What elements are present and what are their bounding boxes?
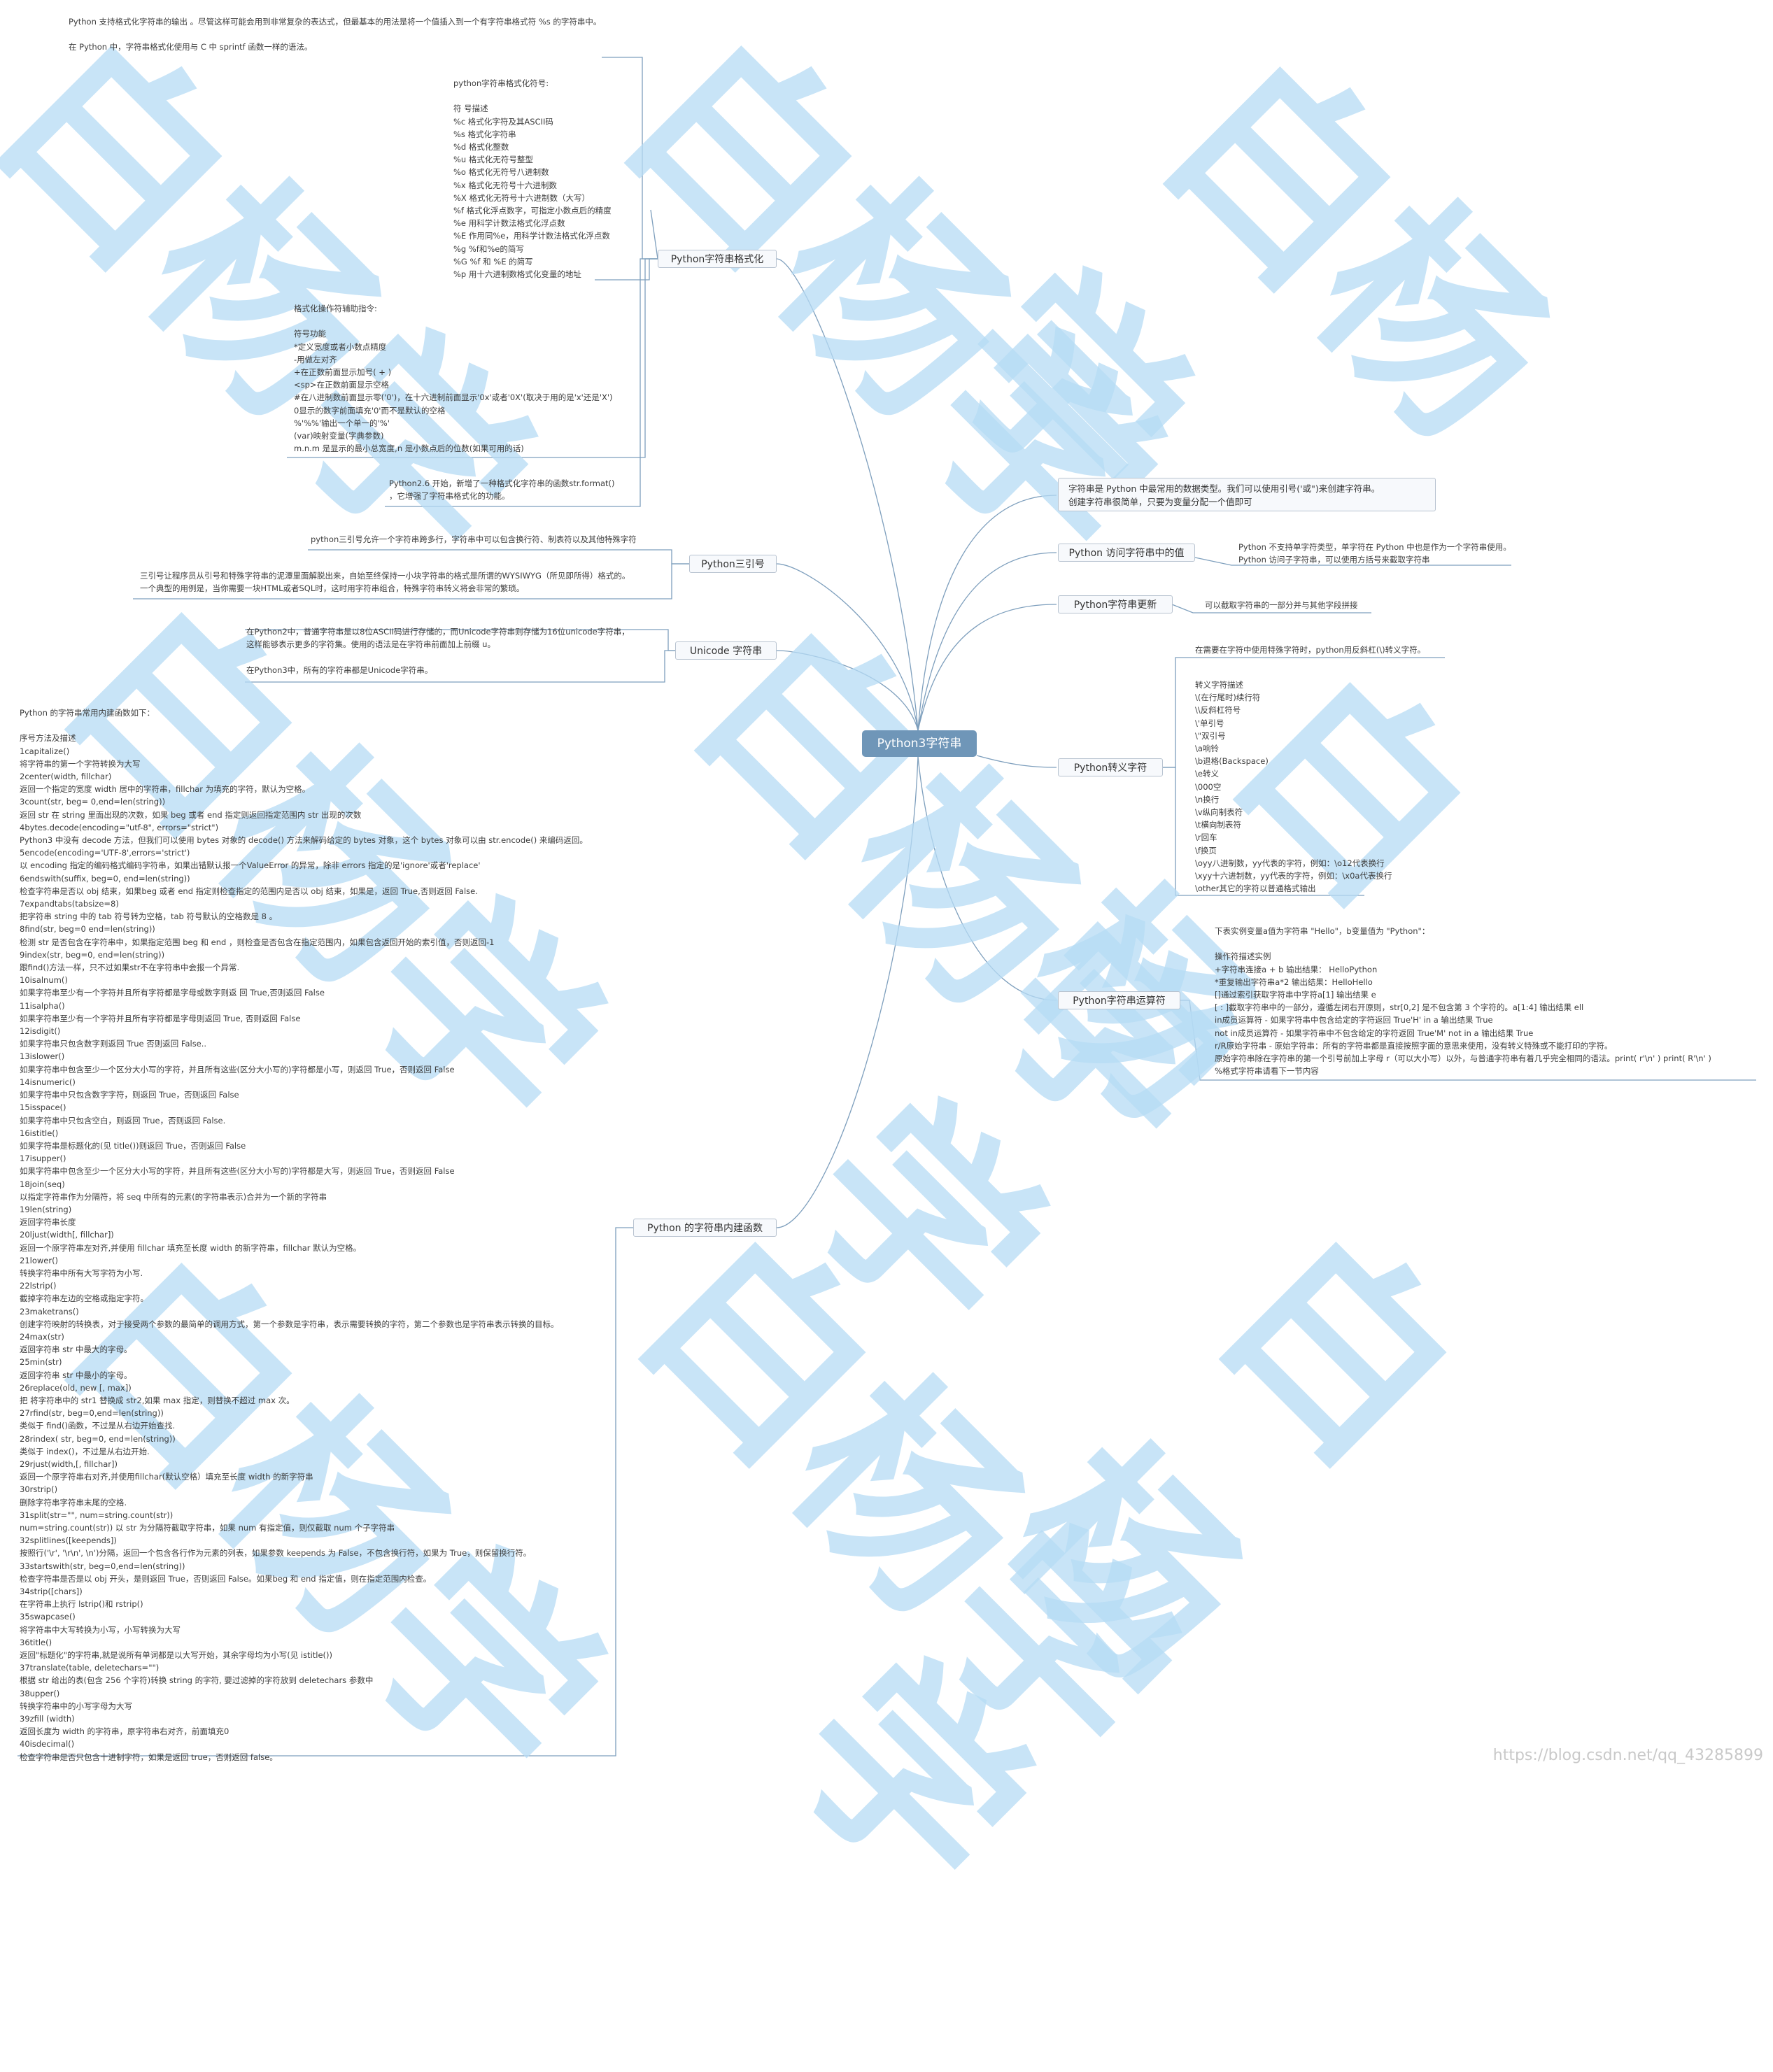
note-update: 可以截取字符串的一部分并与其他字段拼接 bbox=[1205, 600, 1358, 610]
link-builtin bbox=[776, 756, 919, 1228]
connector-lines bbox=[17, 57, 1756, 1757]
central-topic[interactable]: Python3字符串 bbox=[862, 730, 977, 757]
topic-triple[interactable]: Python三引号 bbox=[689, 555, 777, 573]
note-unicode: 在Python2中，普通字符串是以8位ASCII码进行存储的，而Unicode字… bbox=[246, 627, 630, 675]
link-update bbox=[917, 604, 1057, 731]
link-unicode bbox=[776, 650, 919, 731]
topic-format[interactable]: Python字符串格式化 bbox=[658, 250, 777, 268]
link-intro bbox=[917, 495, 1057, 731]
note-format-py26: Python2.6 开始，新增了一种格式化字符串的函数str.format() … bbox=[389, 478, 615, 502]
link-escape bbox=[976, 755, 1057, 768]
url-watermark: https://blog.csdn.net/qq_43285899 bbox=[1492, 1747, 1763, 1764]
note-format-intro: Python 支持格式化字符串的输出 。尽管这样可能会用到非常复杂的表达式，但最… bbox=[69, 17, 602, 52]
link-access bbox=[917, 552, 1057, 731]
topic-ops[interactable]: Python字符串运算符 bbox=[1058, 991, 1180, 1009]
link-format bbox=[776, 258, 919, 731]
note-ops: 下表实例变量a值为字符串 "Hello"，b变量值为 "Python"： 操作符… bbox=[1215, 926, 1711, 1077]
note-format-symbols: python字符串格式化符号: 符 号描述 %c 格式化字符及其ASCII码 %… bbox=[453, 78, 612, 280]
note-access: Python 不支持单字符类型，单字符在 Python 中也是作为一个字符串使用… bbox=[1238, 542, 1511, 565]
note-triple-1: python三引号允许一个字符串跨多行，字符串中可以包含换行符、制表符以及其他特… bbox=[311, 534, 637, 544]
link-ops bbox=[917, 756, 1057, 1001]
topic-access[interactable]: Python 访问字符串中的值 bbox=[1058, 544, 1195, 562]
topic-update[interactable]: Python字符串更新 bbox=[1058, 595, 1173, 613]
topic-escape[interactable]: Python转义字符 bbox=[1058, 758, 1163, 776]
topic-unicode[interactable]: Unicode 字符串 bbox=[675, 641, 777, 660]
note-escape-2: 转义字符描述 \(在行尾时)续行符 \\反斜杠符号 \'单引号 \"双引号 \a… bbox=[1195, 680, 1392, 894]
note-triple-2: 三引号让程序员从引号和特殊字符串的泥潭里面解脱出来，自始至终保持一小块字符串的格… bbox=[140, 571, 630, 594]
note-escape-1: 在需要在字符中使用特殊字符时，python用反斜杠(\)转义字符。 bbox=[1195, 645, 1426, 655]
note-builtin: Python 的字符串常用内建函数如下： 序号方法及描述 1capitalize… bbox=[20, 708, 588, 1762]
note-format-aux: 格式化操作符辅助指令: 符号功能 *定义宽度或者小数点精度 -用做左对齐 +在正… bbox=[294, 304, 613, 454]
link-triple bbox=[776, 563, 919, 731]
topic-intro[interactable]: 字符串是 Python 中最常用的数据类型。我们可以使用引号('或")来创建字符… bbox=[1058, 478, 1436, 511]
topic-builtin[interactable]: Python 的字符串内建函数 bbox=[633, 1219, 777, 1237]
